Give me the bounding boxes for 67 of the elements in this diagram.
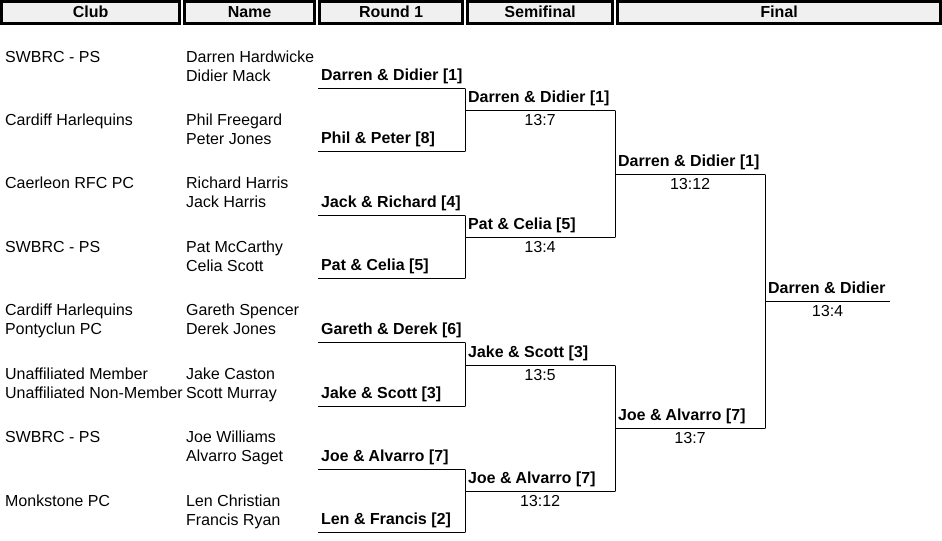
bracket-entry: Len & Francis [2] (318, 510, 465, 533)
player-name: Scott Murray (186, 384, 277, 403)
player-name: Richard Harris (186, 174, 288, 194)
bracket-line (465, 110, 466, 152)
bracket-line (465, 469, 466, 492)
player-name: Derek Jones (186, 320, 276, 340)
bracket-entry: Darren & Didier [1] (318, 66, 465, 89)
bracket-entry: Joe & Alvarro [7] (465, 469, 615, 492)
bracket-line (615, 110, 616, 175)
bracket-entry: Jake & Scott [3] (318, 384, 465, 407)
column-header: Final (616, 0, 942, 25)
player-name: Joe Williams (186, 428, 276, 448)
player-name: Len Christian (186, 492, 280, 511)
player-name: Jake Caston (186, 364, 275, 384)
player-name: Gareth Spencer (186, 301, 299, 320)
bracket-entry: Darren & Didier (765, 279, 890, 302)
player-name: Alvarro Saget (186, 447, 283, 466)
bracket-line (465, 237, 466, 279)
bracket-entry: Joe & Alvarro [7] (615, 406, 765, 429)
player-name: Jack Harris (186, 193, 266, 212)
match-score: 13:7 (673, 429, 707, 448)
bracket-line (765, 174, 766, 302)
bracket-line (765, 301, 766, 429)
bracket-line (615, 365, 616, 429)
player-name: Peter Jones (186, 130, 272, 149)
club-name: Cardiff Harlequins (5, 301, 133, 320)
match-score: 13:5 (523, 366, 557, 385)
column-header: Club (0, 0, 181, 25)
bracket-line (615, 174, 616, 238)
bracket-entry: Darren & Didier [1] (615, 152, 765, 175)
player-name: Pat McCarthy (186, 238, 283, 257)
bracket-line (465, 215, 466, 238)
bracket-entry: Pat & Celia [5] (318, 256, 465, 279)
match-score: 13:7 (523, 111, 557, 130)
player-name: Celia Scott (186, 256, 264, 276)
player-name: Phil Freegard (186, 110, 282, 130)
bracket-entry: Jake & Scott [3] (465, 343, 615, 366)
player-name: Darren Hardwicke (186, 48, 314, 66)
bracket-entry: Gareth & Derek [6] (318, 320, 465, 343)
club-name: Unaffiliated Member (5, 364, 148, 384)
club-name: Cardiff Harlequins (5, 110, 133, 130)
column-header: Name (183, 0, 316, 25)
club-name: SWBRC - PS (5, 48, 100, 66)
bracket-entry: Jack & Richard [4] (318, 193, 465, 216)
match-score: 13:12 (518, 492, 562, 511)
column-header: Round 1 (318, 0, 464, 25)
bracket-line (465, 342, 466, 366)
bracket-line (465, 491, 466, 533)
club-name: SWBRC - PS (5, 428, 100, 448)
bracket-line (465, 365, 466, 407)
club-name: Caerleon RFC PC (5, 174, 134, 194)
column-header: Semifinal (466, 0, 614, 25)
club-name: Unaffiliated Non-Member (5, 384, 183, 403)
club-name: Pontyclun PC (5, 320, 102, 340)
club-name: Monkstone PC (5, 492, 110, 511)
player-name: Didier Mack (186, 66, 270, 86)
bracket-entry: Darren & Didier [1] (465, 88, 615, 111)
bracket-entry: Joe & Alvarro [7] (318, 447, 465, 470)
bracket-line (465, 88, 466, 111)
player-name: Francis Ryan (186, 510, 280, 530)
match-score: 13:4 (810, 302, 844, 321)
club-name: SWBRC - PS (5, 238, 100, 257)
bracket-entry: Phil & Peter [8] (318, 129, 465, 152)
match-score: 13:12 (668, 175, 712, 194)
match-score: 13:4 (523, 238, 557, 257)
bracket-line (615, 428, 616, 492)
bracket-entry: Pat & Celia [5] (465, 215, 615, 238)
